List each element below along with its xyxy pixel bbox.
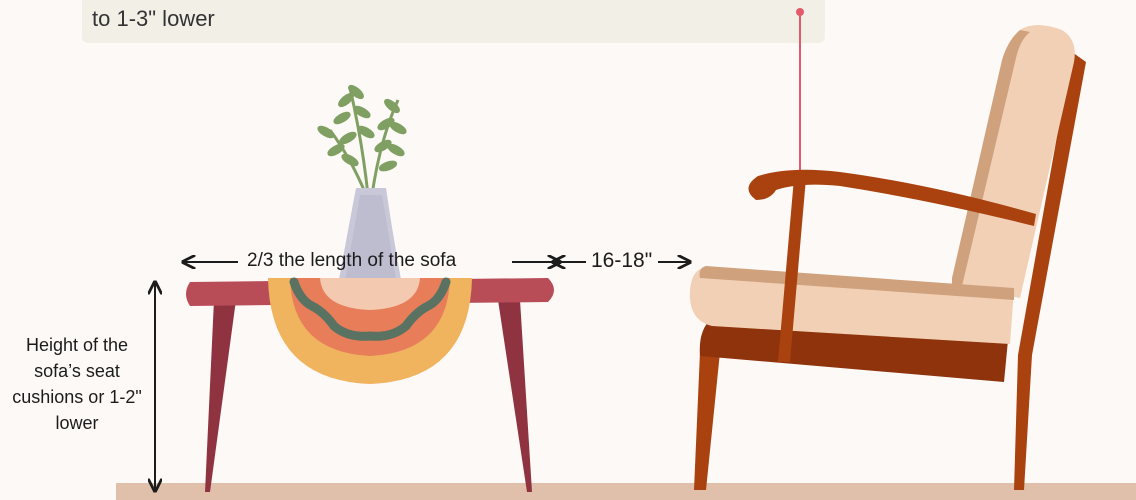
table-length-label: 2/3 the length of the sofa (247, 250, 456, 272)
table-height-label: Height of the sofa’s seat cushions or 1-… (4, 332, 150, 436)
plant-icon (318, 85, 407, 195)
armchair (690, 25, 1086, 490)
table-runner (268, 278, 472, 384)
leader-line (796, 8, 804, 180)
gap-distance-label: 16-18" (591, 249, 652, 273)
